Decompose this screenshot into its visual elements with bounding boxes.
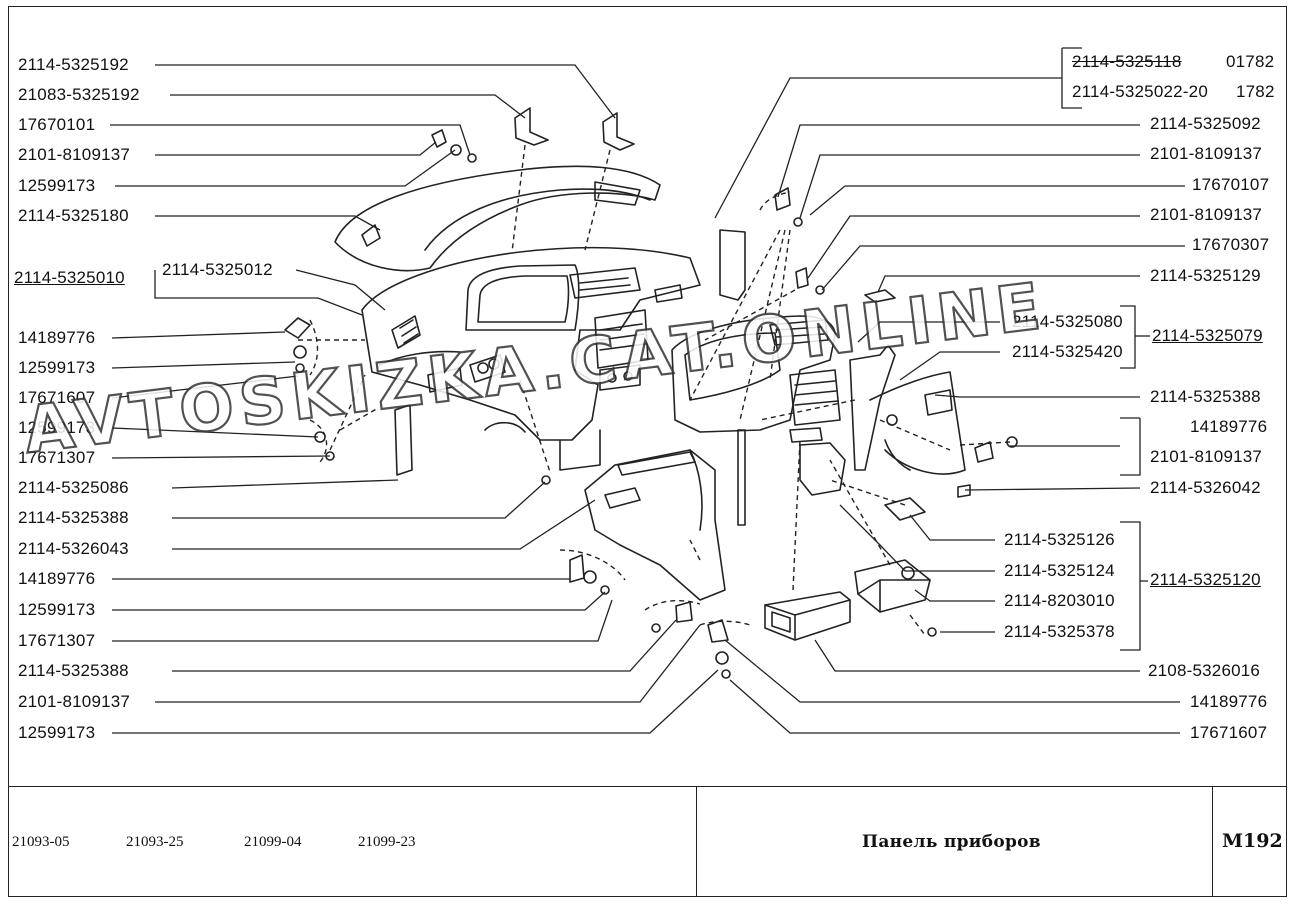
part-label: 2114-5325012: [162, 260, 273, 279]
part-label: 17670107: [1192, 175, 1270, 194]
part-label: 2114-8203010: [1004, 591, 1115, 610]
part-label: 2101-8109137: [18, 692, 131, 711]
part-label: 21083-5325192: [18, 85, 140, 104]
part-label: 2114-5325092: [1150, 114, 1261, 133]
part-label: 12599173: [18, 723, 96, 742]
superseded-part-label: 2114-5325118: [1072, 52, 1182, 71]
part-label: 12599173: [18, 418, 96, 437]
part-label: 14189776: [1190, 417, 1268, 436]
part-label: 2114-5326042: [1150, 478, 1261, 497]
part-label: 2114-5325420: [1012, 342, 1123, 361]
part-label: 2114-5325388: [18, 508, 129, 527]
part-label: 12599173: [18, 358, 96, 377]
part-label: 2114-5325129: [1150, 266, 1261, 285]
part-label: 2101-8109137: [1150, 447, 1263, 466]
sheet-code: M192: [1222, 830, 1283, 852]
part-label: 2114-5325388: [18, 661, 129, 680]
part-label: 2114-5325080: [1012, 312, 1123, 331]
part-label: 17671607: [1190, 723, 1268, 742]
part-label: 2114-5325388: [1150, 387, 1261, 406]
part-label: 2114-5325086: [18, 478, 129, 497]
part-label: 14189776: [1190, 692, 1268, 711]
title-block-divider: [1212, 786, 1213, 897]
part-label: 2114-5325378: [1004, 622, 1115, 641]
part-label: 17671307: [18, 448, 96, 467]
assembly-label: 2114-5325010: [14, 268, 125, 287]
part-qualifier: 1782: [1236, 82, 1275, 101]
part-label: 2114-5326043: [18, 539, 129, 558]
title-block-divider: [696, 786, 697, 897]
part-label: 2108-5326016: [1148, 661, 1261, 680]
part-qualifier: 01782: [1226, 52, 1275, 71]
model-code: 21093-05: [12, 834, 70, 850]
part-label: 17671607: [18, 388, 96, 407]
part-label: 17670307: [1192, 235, 1270, 254]
part-label: 2114-5325192: [18, 55, 129, 74]
part-label: 2114-5325126: [1004, 530, 1115, 549]
part-label: 2101-8109137: [1150, 144, 1263, 163]
model-code: 21093-25: [126, 834, 184, 850]
model-code: 21099-23: [358, 834, 416, 850]
part-label: 14189776: [18, 569, 96, 588]
part-label: 17670101: [18, 115, 96, 134]
part-label: 14189776: [18, 328, 96, 347]
assembly-label: 2114-5325120: [1150, 570, 1261, 589]
part-label: 2114-5325124: [1004, 561, 1115, 580]
part-label: 2101-8109137: [1150, 205, 1263, 224]
title-block: [8, 786, 1287, 897]
sheet-title: Панель приборов: [862, 832, 1041, 852]
part-label: 12599173: [18, 600, 96, 619]
drawing-frame: [8, 6, 1287, 897]
model-code: 21099-04: [244, 834, 302, 850]
part-label: 2101-8109137: [18, 145, 131, 164]
part-label: 17671307: [18, 631, 96, 650]
part-label: 2114-5325180: [18, 206, 129, 225]
assembly-label: 2114-5325079: [1152, 326, 1263, 345]
part-label: 2114-5325022-20: [1072, 82, 1208, 101]
part-label: 12599173: [18, 176, 96, 195]
